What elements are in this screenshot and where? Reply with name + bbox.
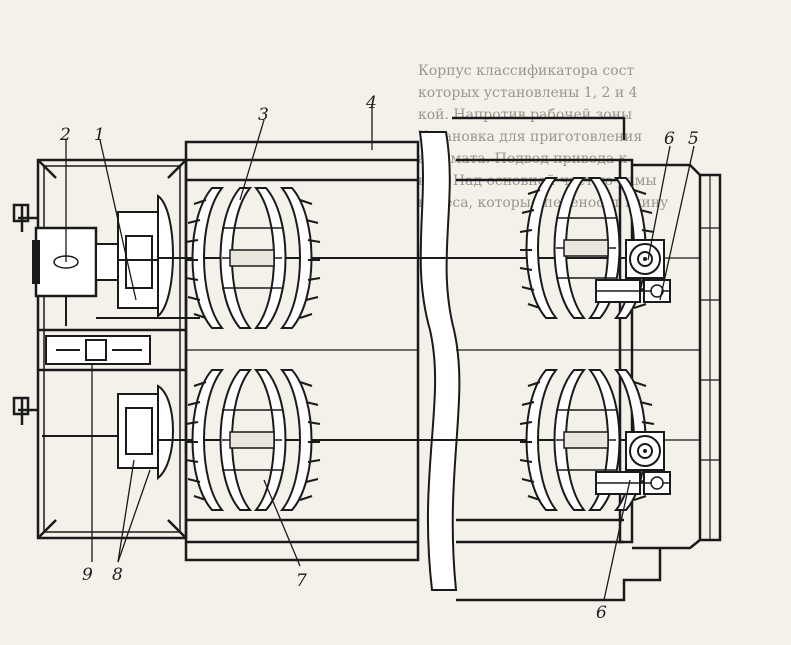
callout-3: 3 (258, 105, 269, 125)
break-section (418, 131, 461, 591)
callout-8: 8 (112, 565, 123, 585)
callout-6-bottom: 6 (596, 603, 607, 623)
callout-6-top: 6 (664, 129, 675, 149)
callout-9: 9 (82, 565, 93, 585)
electric-motor (32, 226, 119, 326)
background-text-line: Корпус классификатора сост (418, 63, 635, 79)
drive-gearbox-bottom (42, 384, 174, 481)
callout-2: 2 (59, 125, 71, 145)
background-text-line: которых установлены 1, 2 и 4 (418, 85, 638, 101)
drive-gearbox-top (96, 194, 200, 319)
callout-4: 4 (365, 93, 377, 113)
control-panel (45, 335, 151, 365)
callout-5: 5 (688, 129, 699, 149)
callout-7: 7 (296, 571, 307, 591)
left-frame (12, 158, 188, 540)
leader-lines (65, 108, 695, 601)
callout-1: 1 (94, 125, 105, 145)
classifier-body-right (452, 116, 722, 602)
background-text-line: Установка для приготовления (418, 129, 643, 145)
callout-labels: 2 1 3 4 5 6 6 7 8 9 (59, 93, 699, 623)
